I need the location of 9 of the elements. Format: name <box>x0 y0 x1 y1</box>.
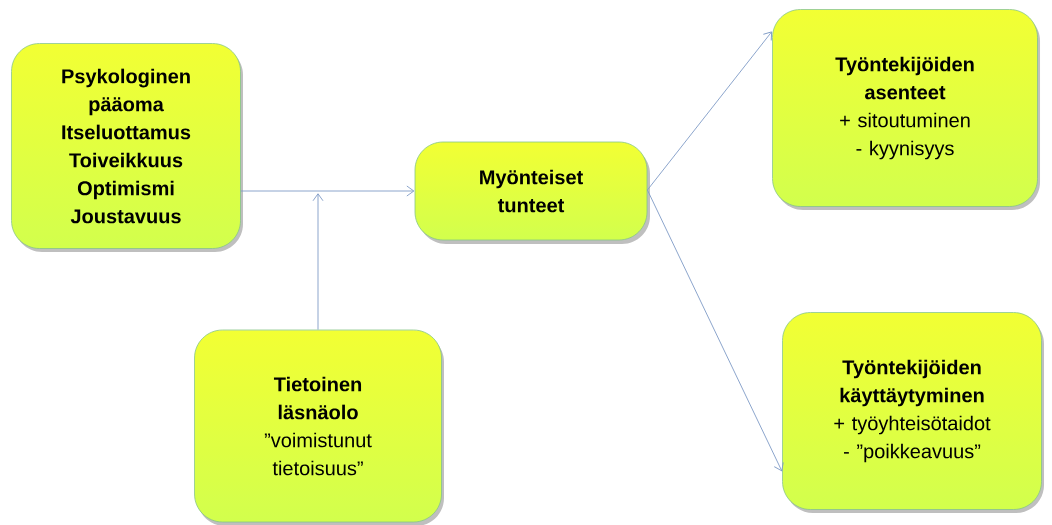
arrow <box>312 193 324 331</box>
rounded-box: Työntekijöiden käyttäytyminen + työyhteisötaidot - ”poikkeavuus” <box>782 312 1042 510</box>
arrow <box>646 31 773 191</box>
arrow <box>646 189 784 472</box>
rounded-box: Myönteiset tunteet <box>414 141 648 241</box>
rounded-box: Työntekijöiden asenteet + sitoutuminen - kyynisyys <box>772 9 1038 207</box>
rounded-box: Tietoinen läsnäolo ”voimistunut tietoisuus” <box>194 329 442 523</box>
rounded-box: Psykologinen pääoma Itseluottamus Toiveikkuus Optimismi Joustavuus <box>11 43 241 249</box>
arrow <box>240 185 415 197</box>
